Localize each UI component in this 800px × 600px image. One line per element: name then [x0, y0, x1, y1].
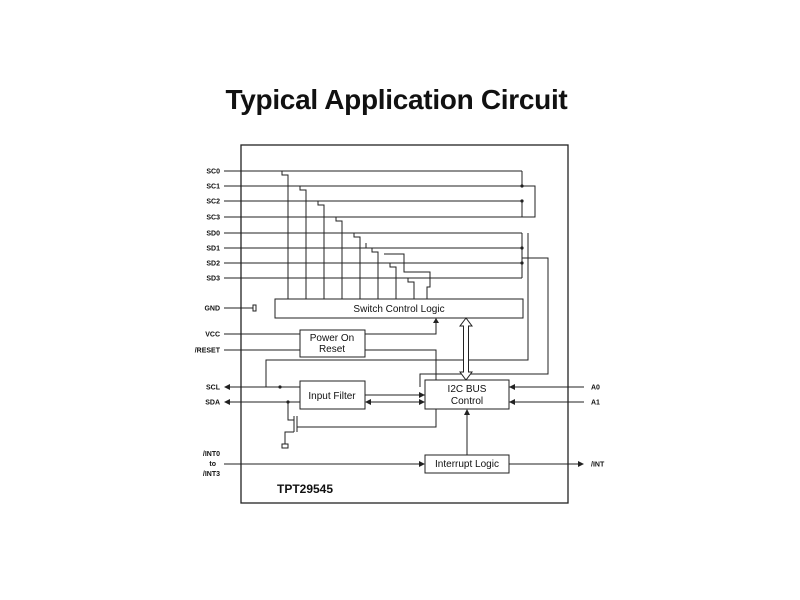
pin-vcc: VCC: [205, 332, 220, 339]
pin-sd1: SD1: [206, 246, 220, 253]
pin-int-out: /INT: [591, 462, 605, 469]
pin-sc3: SC3: [206, 215, 220, 222]
pin-int0: /INT0: [203, 451, 220, 458]
i2c-control-block: [424, 379, 510, 410]
power-on-label: Power On: [310, 333, 354, 344]
bus-double-arrow: [459, 317, 473, 381]
pin-sd0: SD0: [206, 231, 220, 238]
pin-int-to: to: [209, 461, 216, 468]
pin-a1: A1: [591, 400, 600, 407]
pin-sda: SDA: [205, 400, 220, 407]
pin-a0: A0: [591, 385, 600, 392]
interrupt-logic-label: Interrupt Logic: [435, 459, 499, 470]
sda-transistor: [281, 402, 437, 449]
page-title: Typical Application Circuit: [225, 84, 568, 115]
power-on-reset-block: [299, 329, 366, 358]
input-filter-block: [299, 380, 366, 410]
pin-sd3: SD3: [206, 276, 220, 283]
switch-control-label: Switch Control Logic: [353, 304, 444, 315]
pin-sc1: SC1: [206, 184, 220, 191]
channel-lines: [224, 170, 522, 279]
pin-sc2: SC2: [206, 199, 220, 206]
pin-sd2: SD2: [206, 261, 220, 268]
pin-reset: /RESET: [195, 348, 221, 355]
switch-control-block: [274, 298, 524, 319]
part-number: TPT29545: [277, 482, 333, 496]
pin-sc0: SC0: [206, 169, 220, 176]
control-label: Control: [451, 396, 483, 407]
reset-label: Reset: [319, 344, 345, 355]
i2c-label: I2C BUS: [448, 384, 487, 395]
input-filter-label: Input Filter: [308, 391, 356, 402]
switch-verticals: [281, 171, 431, 299]
pin-int3: /INT3: [203, 471, 220, 478]
right-bus: [265, 171, 549, 387]
chip-outline: [240, 144, 569, 504]
pin-scl: SCL: [206, 385, 221, 392]
pin-gnd: GND: [204, 306, 220, 313]
